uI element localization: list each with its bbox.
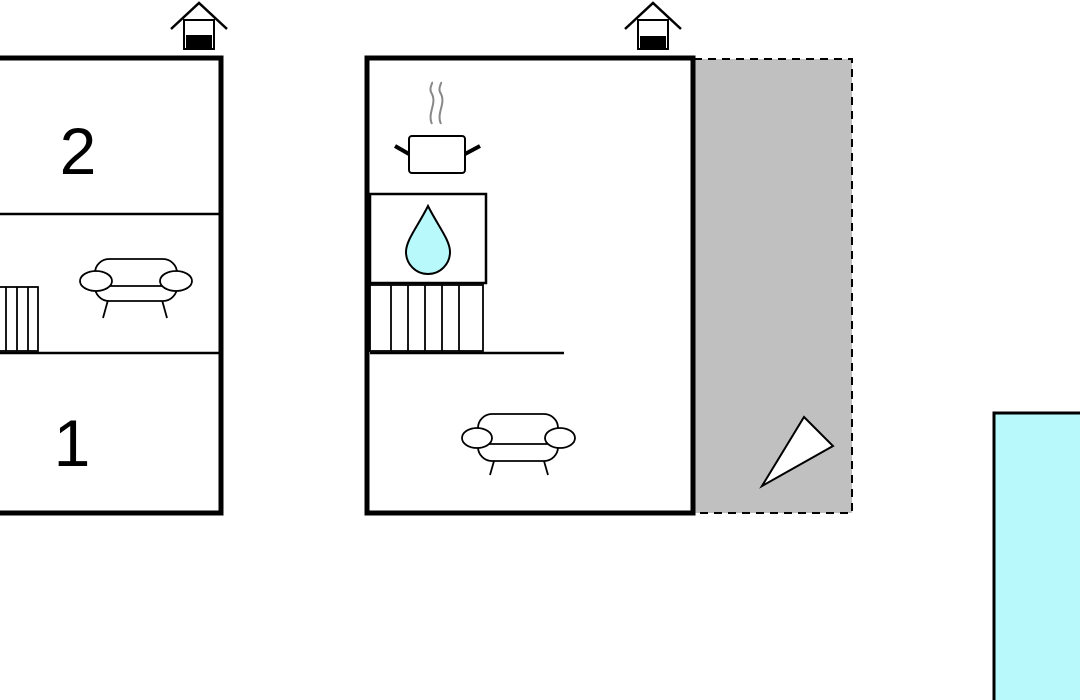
floor-label-upper: 2 bbox=[60, 114, 97, 188]
entrance-icon bbox=[624, 1, 682, 50]
building-left: 2 1 bbox=[0, 1, 228, 516]
radiator-icon bbox=[0, 286, 39, 352]
sun-triangle-icon bbox=[759, 415, 835, 489]
pool-area bbox=[992, 411, 1080, 700]
entrance-icon bbox=[170, 1, 228, 50]
water-drop-icon bbox=[404, 203, 452, 275]
sofa-icon bbox=[79, 258, 193, 319]
cooking-pot-icon bbox=[394, 81, 481, 174]
radiator-icon bbox=[369, 284, 484, 352]
floor-label-lower: 1 bbox=[54, 406, 91, 480]
sofa-icon bbox=[461, 413, 576, 476]
building-right bbox=[364, 1, 696, 516]
